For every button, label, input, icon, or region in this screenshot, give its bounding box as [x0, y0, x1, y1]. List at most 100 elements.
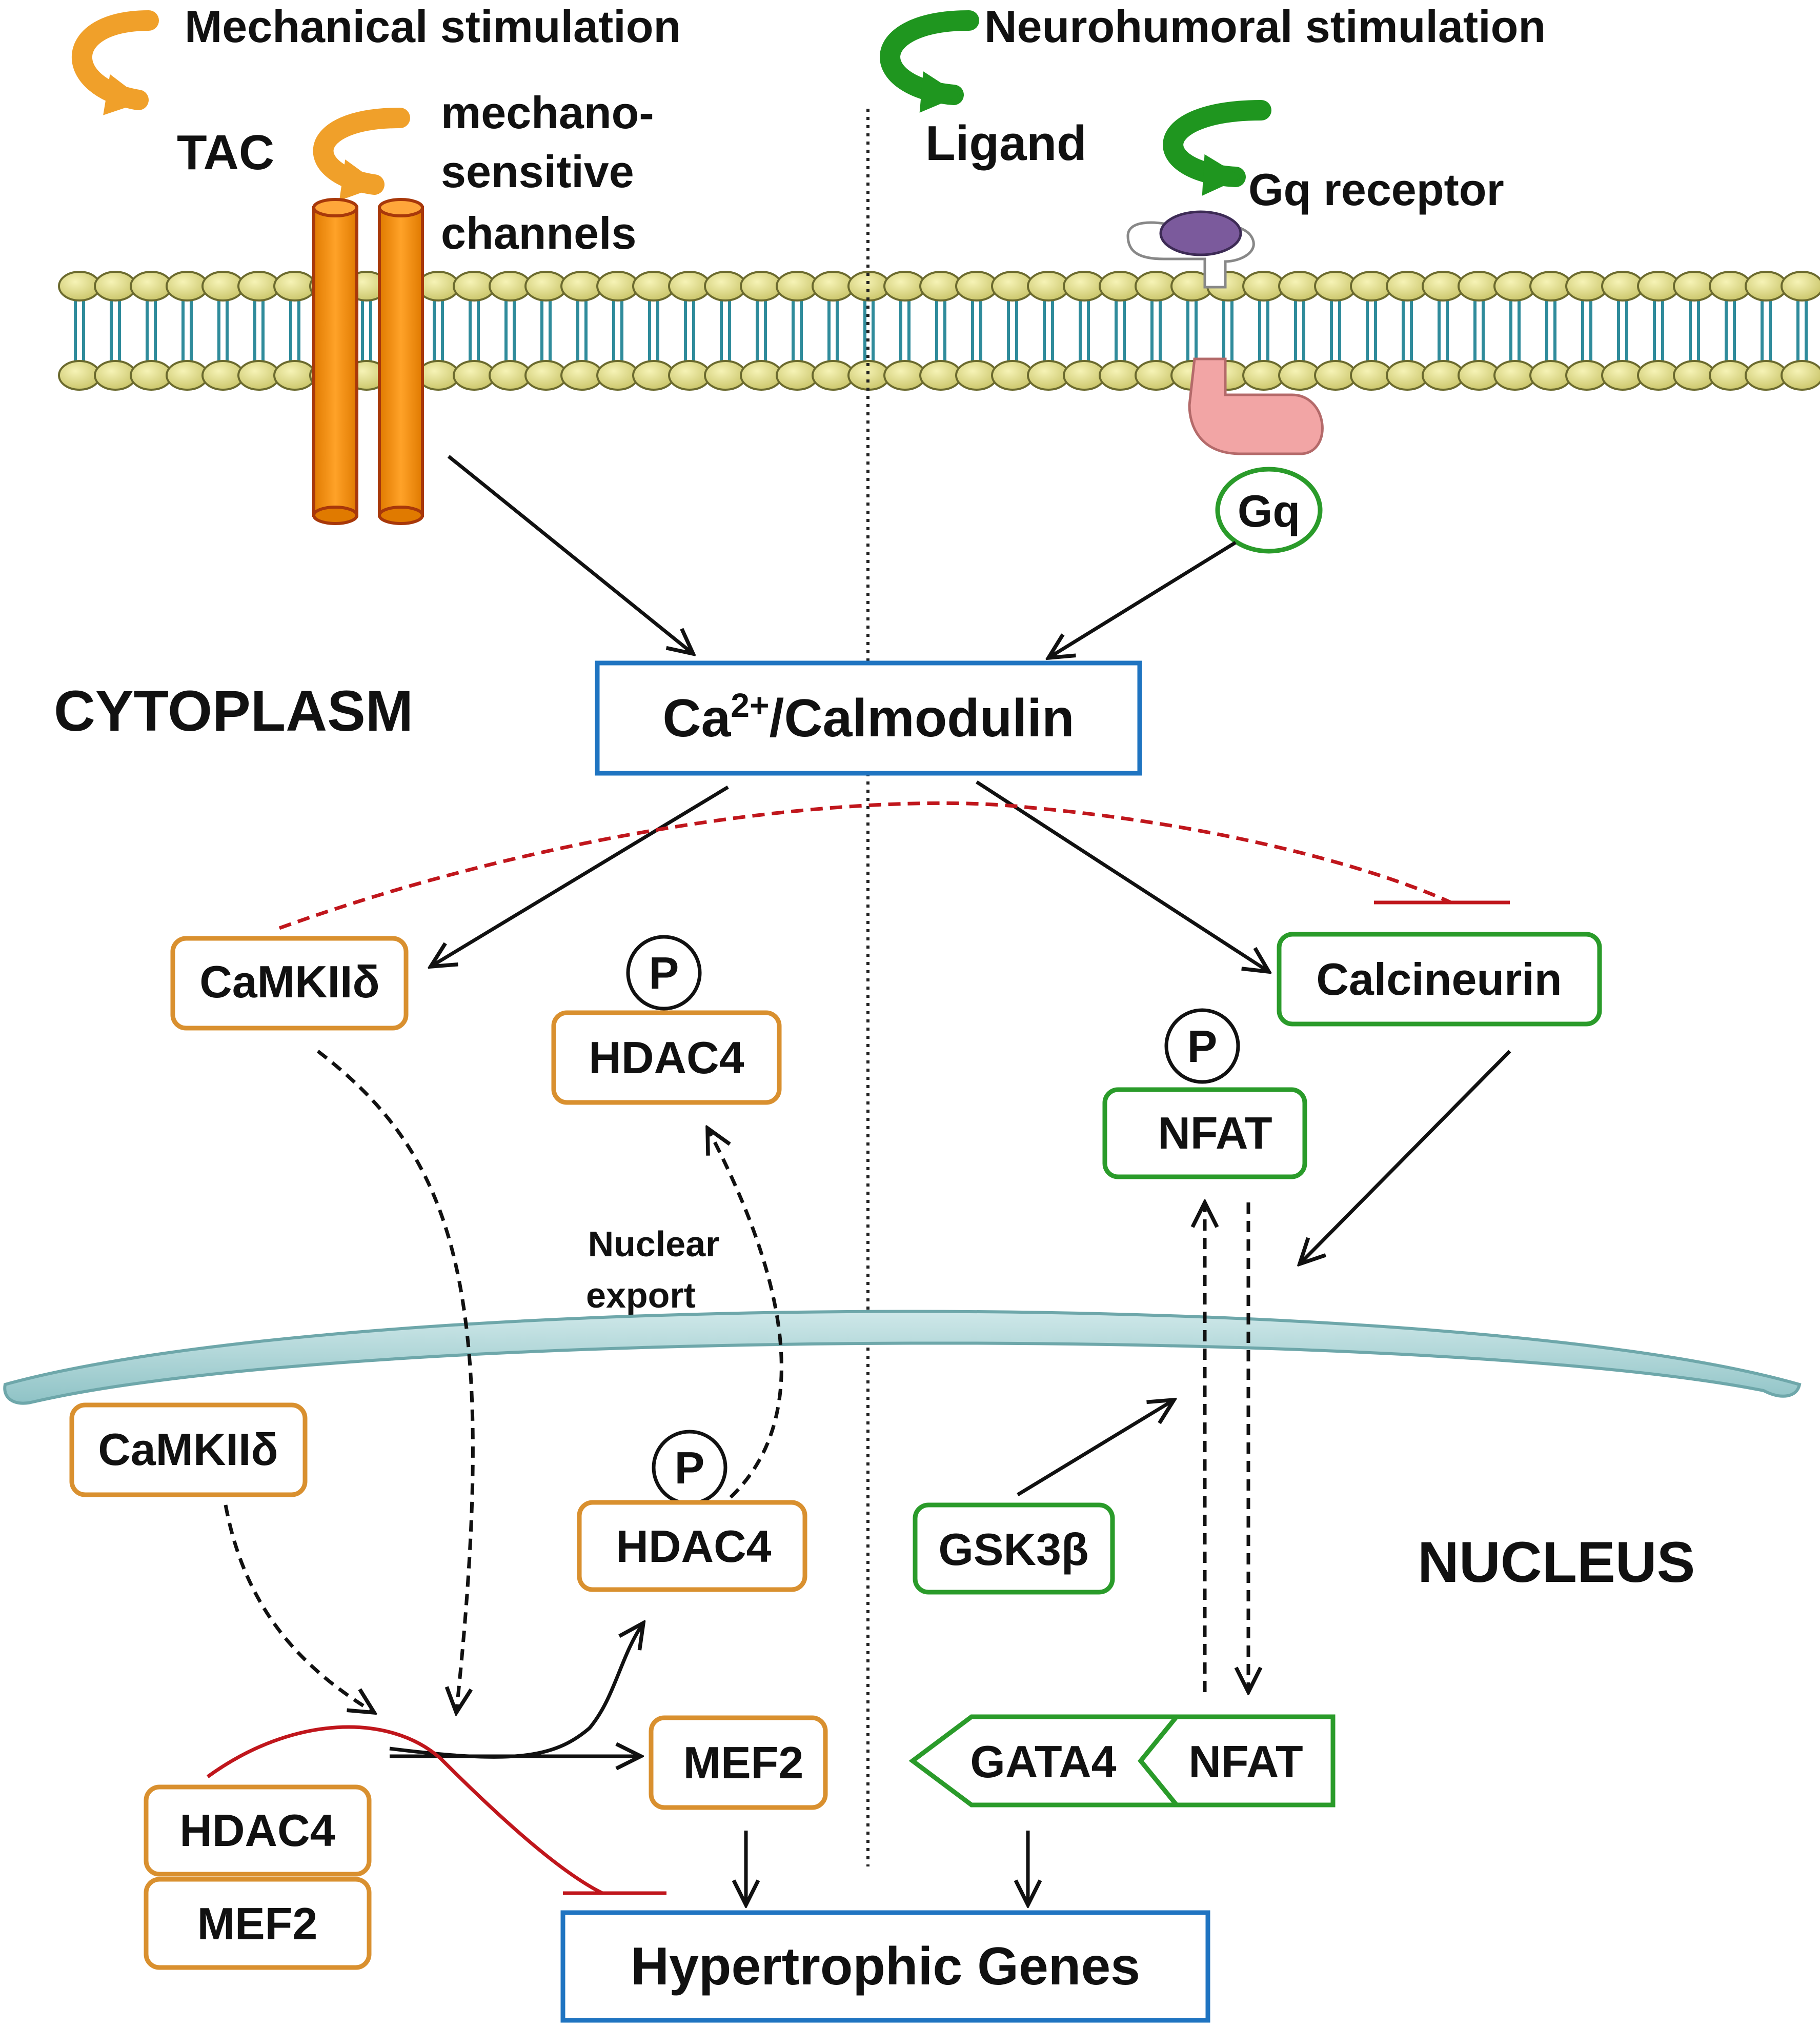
- lipid-head-top: [597, 272, 638, 331]
- lipid-head-bottom: [1064, 330, 1105, 390]
- lipid-head-top: [705, 272, 746, 331]
- channel-to-calmodulin-arrow: [447, 455, 693, 654]
- lipid-head-bottom: [633, 330, 674, 390]
- lipid-head-top: [238, 272, 279, 331]
- hdac4-cytoplasm-node: HDAC4: [551, 1010, 782, 1105]
- lipid-head-top: [203, 272, 244, 331]
- nuclear-export-line1: Nuclear: [588, 1224, 720, 1264]
- gsk3b-label: GSK3β: [938, 1524, 1088, 1575]
- lipid-head-bottom: [490, 330, 531, 390]
- lipid-head-top: [1100, 272, 1141, 331]
- lipid-head-bottom: [1782, 330, 1820, 390]
- lipid-head-top: [525, 272, 567, 331]
- camkii-cytoplasm-node: CaMKIIδ: [170, 936, 409, 1031]
- camkii-nucleus-label: CaMKIIδ: [98, 1424, 278, 1475]
- lipid-head-top: [813, 272, 854, 331]
- phospho-hdac4-cyto-p-icon: P: [626, 935, 702, 1011]
- lipid-head-top: [633, 272, 674, 331]
- mef2-bound-label: MEF2: [197, 1898, 318, 1949]
- svg-text:P: P: [1187, 1021, 1218, 1072]
- lipid-head-top: [59, 272, 100, 331]
- mef2-free-label: MEF2: [683, 1737, 804, 1788]
- lipid-head-top: [1243, 272, 1284, 331]
- lipid-head-bottom: [1028, 330, 1069, 390]
- cytoplasm-label: CYTOPLASM: [54, 679, 413, 743]
- channel-curved-arrow-icon: [313, 108, 410, 201]
- lipid-head-bottom: [1638, 330, 1679, 390]
- lipid-head-bottom: [741, 330, 782, 390]
- lipid-head-bottom: [992, 330, 1033, 390]
- lipid-head-bottom: [813, 330, 854, 390]
- lipid-head-top: [992, 272, 1033, 331]
- lipid-head-bottom: [1100, 330, 1141, 390]
- lipid-head-bottom: [1494, 330, 1535, 390]
- calcineurin-to-nfat-arrow: [1300, 1050, 1511, 1264]
- hdac4-nuclear-export-arrow: [707, 1128, 783, 1499]
- camkii-calcineurin-inhibition: [278, 801, 1510, 930]
- lipid-head-top: [1638, 272, 1679, 331]
- gata4-label: GATA4: [970, 1736, 1116, 1787]
- neurohumoral-stimulation-label: Neurohumoral stimulation: [984, 1, 1546, 52]
- lipid-head-bottom: [1351, 330, 1392, 390]
- calcineurin-node: Calcineurin: [1277, 932, 1602, 1027]
- gsk3b-to-nfat-arrow: [1017, 1400, 1174, 1496]
- phospho-nfat-p-icon: P: [1164, 1008, 1240, 1084]
- camkii-nucleus-node: CaMKIIδ: [69, 1402, 308, 1497]
- lipid-head-bottom: [95, 330, 136, 390]
- tac-label: TAC: [177, 125, 274, 180]
- lipid-head-top: [490, 272, 531, 331]
- lipid-head-top: [1315, 272, 1356, 331]
- calmodulin-to-calcineurin-arrow: [976, 780, 1269, 972]
- lipid-head-bottom: [1746, 330, 1787, 390]
- lipid-head-bottom: [1710, 330, 1751, 390]
- hdac4-mef2-complex: HDAC4 MEF2: [144, 1784, 372, 1970]
- svg-text:P: P: [675, 1442, 705, 1493]
- lipid-head-top: [1746, 272, 1787, 331]
- mef2-free-node: MEF2: [649, 1715, 828, 1810]
- hypertrophic-genes-label: Hypertrophic Genes: [631, 1937, 1140, 1996]
- lipid-head-top: [95, 272, 136, 331]
- mechano-label-line3: channels: [441, 208, 636, 258]
- lipid-head-top: [561, 272, 602, 331]
- lipid-head-bottom: [669, 330, 710, 390]
- gq-receptor-label: Gq receptor: [1248, 164, 1504, 215]
- lipid-head-top: [1602, 272, 1643, 331]
- lipid-head-top: [1710, 272, 1751, 331]
- lipid-head-bottom: [1243, 330, 1284, 390]
- lipid-head-top: [1028, 272, 1069, 331]
- lipid-head-top: [1530, 272, 1571, 331]
- gq-receptor-icon: [1126, 210, 1324, 455]
- mechanical-curved-arrow-icon: [72, 10, 159, 115]
- calcineurin-label: Calcineurin: [1316, 954, 1562, 1005]
- nucleus-label: NUCLEUS: [1418, 1530, 1695, 1594]
- gq-label: Gq: [1238, 486, 1300, 536]
- lipid-head-bottom: [1423, 330, 1464, 390]
- lipid-head-bottom: [1530, 330, 1571, 390]
- nfat-cytoplasm-node: NFAT: [1102, 1087, 1307, 1179]
- lipid-head-bottom: [1459, 330, 1500, 390]
- mechanosensitive-channel-icon: [312, 198, 424, 525]
- camkii-nuc-to-complex-arrow: [224, 1504, 374, 1713]
- nfat-cytoplasm-label: NFAT: [1158, 1108, 1272, 1158]
- lipid-head-top: [1351, 272, 1392, 331]
- camkii-cytoplasm-label: CaMKIIδ: [199, 956, 380, 1007]
- mechanical-stimulation-label: Mechanical stimulation: [185, 1, 681, 52]
- calmodulin-label: Ca2+/Calmodulin: [662, 686, 1074, 748]
- lipid-head-bottom: [238, 330, 279, 390]
- lipid-head-bottom: [956, 330, 997, 390]
- lipid-head-bottom: [203, 330, 244, 390]
- mechano-label-line1: mechano-: [441, 87, 654, 138]
- lipid-head-bottom: [454, 330, 495, 390]
- lipid-head-top: [777, 272, 818, 331]
- lipid-head-top: [1566, 272, 1607, 331]
- gsk3b-node: GSK3β: [913, 1502, 1115, 1595]
- lipid-head-bottom: [1566, 330, 1607, 390]
- lipid-head-bottom: [1279, 330, 1320, 390]
- nuclear-envelope: [3, 1310, 1802, 1405]
- hdac4-cytoplasm-label: HDAC4: [589, 1032, 744, 1083]
- lipid-head-bottom: [131, 330, 172, 390]
- lipid-head-bottom: [561, 330, 602, 390]
- phospho-hdac4-nuc-p-icon: P: [652, 1430, 727, 1505]
- lipid-head-bottom: [920, 330, 961, 390]
